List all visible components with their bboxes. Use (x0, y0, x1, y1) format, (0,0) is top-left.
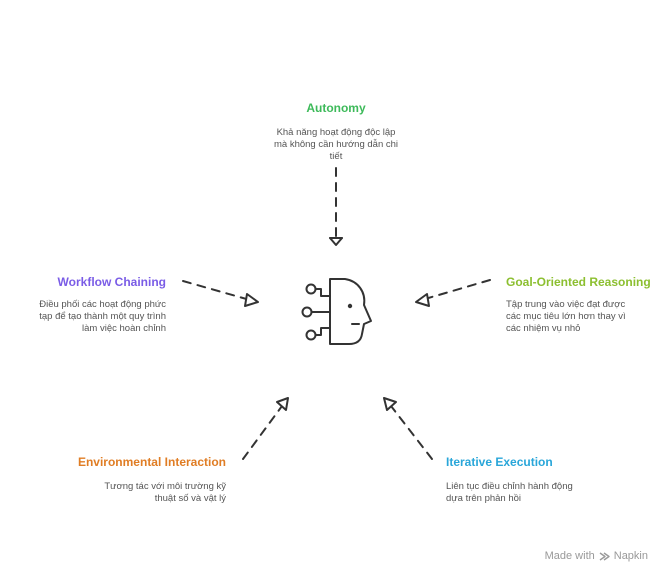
goal-oriented-reasoning-description: Tập trung vào việc đạt được các mục tiêu… (506, 299, 626, 334)
ai-head-circuit-icon (301, 278, 372, 345)
iterative-execution-description: Liên tục điều chỉnh hành động dựa trên p… (446, 481, 573, 504)
workflow-chaining-description: Điều phối các hoạt động phức tạp để tạo … (39, 299, 166, 334)
arrow-goal (415, 279, 491, 307)
iterative-execution-title: Iterative Execution (446, 455, 553, 469)
goal-oriented-reasoning-title: Goal-Oriented Reasoning (506, 275, 651, 289)
autonomy-title: Autonomy (306, 101, 366, 115)
watermark-text: Made with (544, 550, 595, 562)
environmental-interaction-title: Environmental Interaction (77, 455, 226, 469)
watermark-brand: Napkin (613, 550, 648, 562)
arrow-workflow (182, 280, 259, 307)
environmental-interaction-description: Tương tác với môi trường kỹ thuật số và … (104, 481, 226, 504)
arrow-environmental (242, 397, 289, 460)
workflow-chaining-title: Workflow Chaining (57, 275, 166, 289)
autonomy-description: Khả năng hoạt động độc lập mà không cần … (273, 127, 399, 162)
made-with-napkin-watermark: Made with Napkin (545, 550, 648, 562)
arrow-iterative (383, 397, 433, 460)
arrow-autonomy (329, 167, 343, 246)
napkin-logo-icon (599, 551, 610, 561)
